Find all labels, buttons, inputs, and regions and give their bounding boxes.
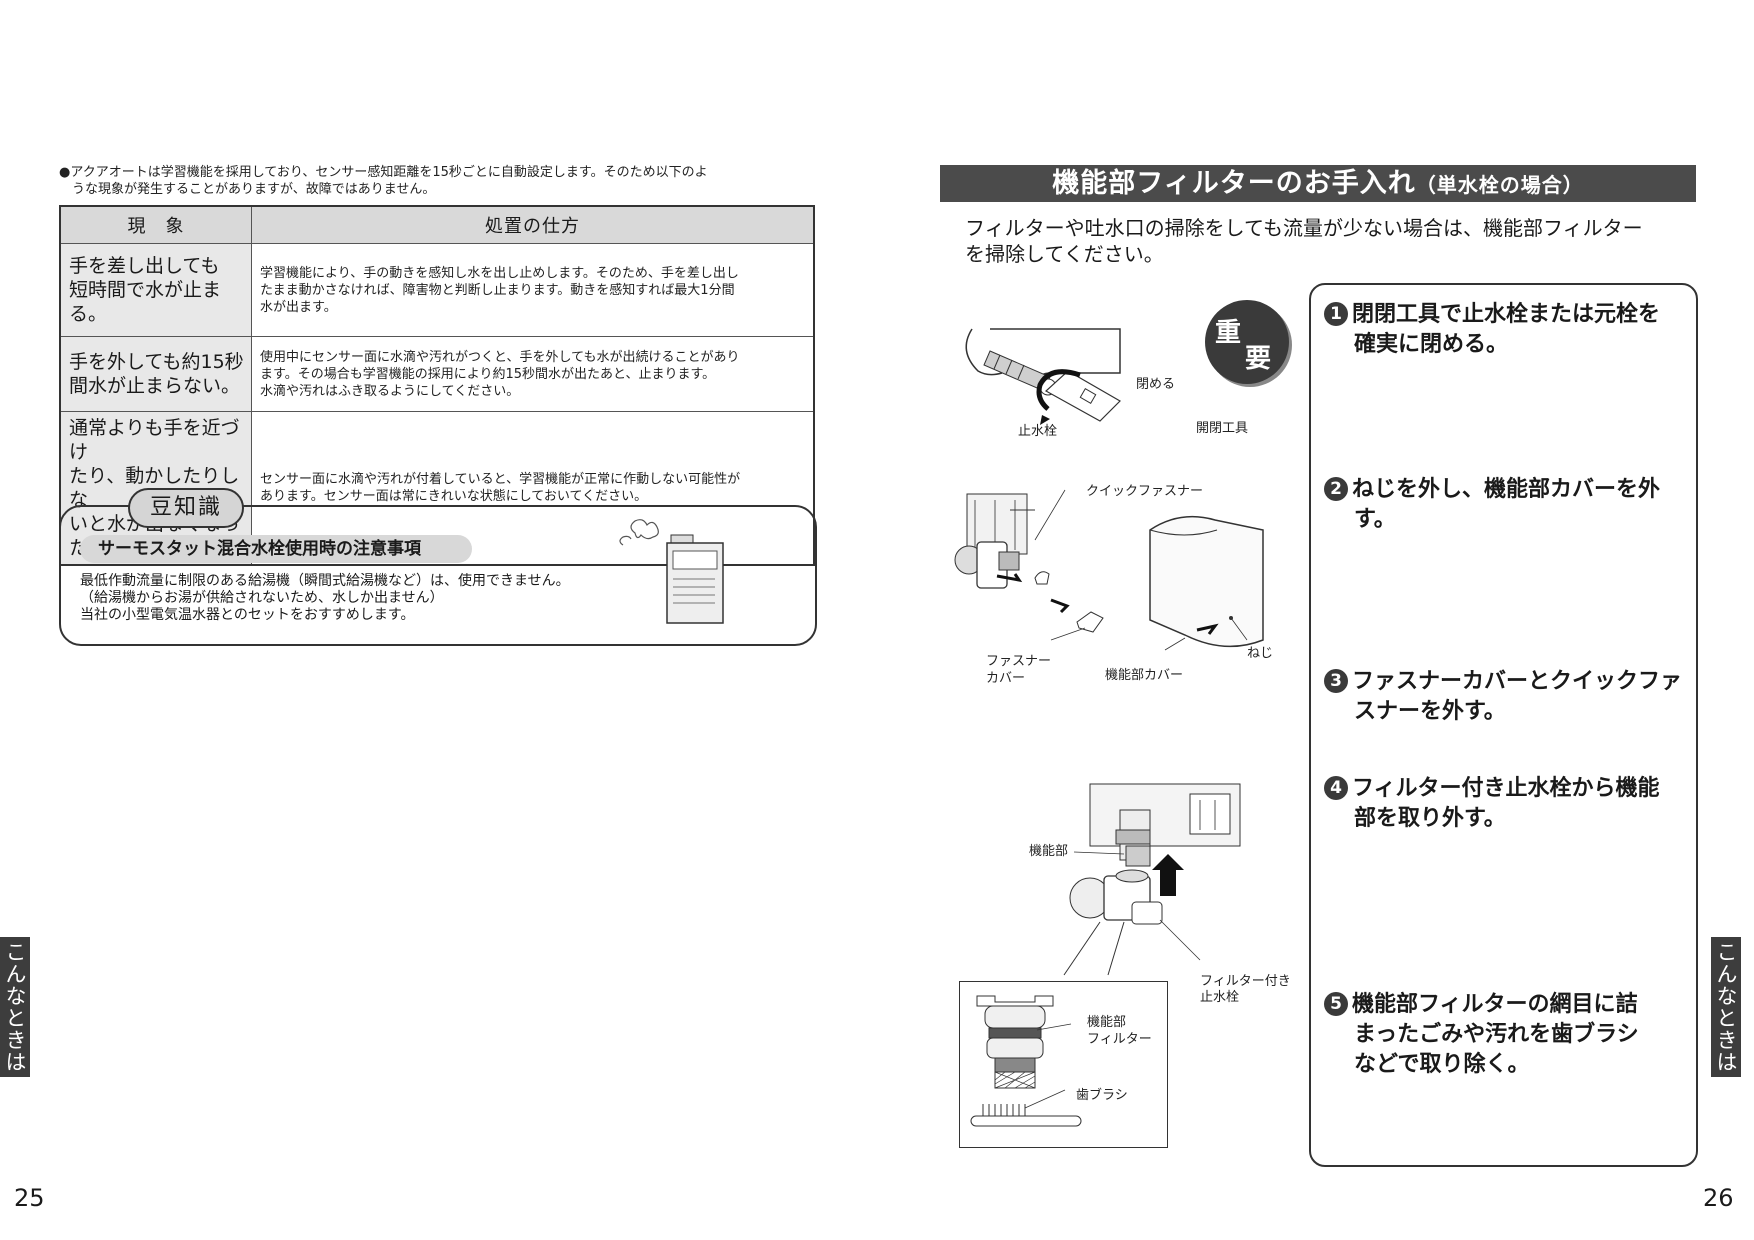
page-number-left: 25 xyxy=(14,1184,45,1212)
intro-note-line1: ●アクアオートは学習機能を採用しており、センサー感知距離を15秒ごとに自動設定し… xyxy=(59,165,708,180)
tip-line-3: 当社の小型電気温水器とのセットをおすすめします。 xyxy=(80,607,415,623)
label-fastener-cover-1: ファスナー xyxy=(986,654,1052,669)
header-symptom: 現 象 xyxy=(59,205,252,244)
label-filter-valve-2: 止水栓 xyxy=(1200,990,1240,1005)
cover-removal-illustration xyxy=(954,489,1264,651)
tip-box xyxy=(59,505,817,646)
intro-line1: フィルターや吐水口の掃除をしても流量が少ない場合は、機能部フィルター xyxy=(965,216,1643,240)
label-close: 閉める xyxy=(1136,377,1176,392)
label-quick-fastener: クイックファスナー xyxy=(1086,484,1204,499)
water-heater-illustration xyxy=(619,519,724,624)
header-fix: 処置の仕方 xyxy=(251,205,815,244)
label-fastener-cover-2: カバー xyxy=(986,671,1026,686)
filter-detail-illustration xyxy=(970,995,1082,1127)
tip-line-2: （給湯機からお湯が供給されないため、水しか出ません） xyxy=(80,590,444,606)
label-function-cover: 機能部カバー xyxy=(1105,668,1184,683)
fix-cell: センサー面に水滴や汚れが付着していると、学習機能が正常に作動しない可能性が あり… xyxy=(251,411,815,566)
intro-line2: を掃除してください。 xyxy=(965,242,1164,266)
table-row: 手を差し出しても 短時間で水が止まる。 学習機能により、手の動きを感知し水を出し… xyxy=(59,243,815,337)
symptom-cell: 手を外しても約15秒 間水が止まらない。 xyxy=(59,336,252,412)
tip-line-1: 最低作動流量に制限のある給湯機（瞬間式給湯機など）は、使用できません。 xyxy=(80,573,570,589)
label-filter-valve-1: フィルター付き xyxy=(1200,974,1291,989)
section-title: 機能部フィルターのお手入れ（単水栓の場合） xyxy=(940,165,1696,202)
label-function-unit: 機能部 xyxy=(1029,844,1069,859)
intro-note-line2: うな現象が発生することがありますが、故障ではありません。 xyxy=(72,182,436,197)
label-toothbrush: 歯ブラシ xyxy=(1076,1088,1128,1103)
label-function-filter-1: 機能部 xyxy=(1087,1015,1127,1030)
troubleshooting-table: 現 象 処置の仕方 手を差し出しても 短時間で水が止まる。 学習機能により、手の… xyxy=(59,205,815,566)
label-tool: 開閉工具 xyxy=(1196,421,1249,436)
fix-cell: 学習機能により、手の動きを感知し水を出し止めします。そのため、手を差し出し たま… xyxy=(251,243,815,337)
page-number-right: 26 xyxy=(1703,1184,1734,1212)
label-screw: ねじ xyxy=(1247,646,1274,661)
tip-subtitle: サーモスタット混合水栓使用時の注意事項 xyxy=(80,535,472,563)
steps-box xyxy=(1309,283,1698,1167)
label-function-filter-2: フィルター xyxy=(1087,1032,1152,1047)
symptom-cell: 手を差し出しても 短時間で水が止まる。 xyxy=(59,243,252,337)
label-stop-valve: 止水栓 xyxy=(1018,424,1058,439)
fix-cell: 使用中にセンサー面に水滴や汚れがつくと、手を外しても水が出続けることがあり ます… xyxy=(251,336,815,412)
table-row: 手を外しても約15秒 間水が止まらない。 使用中にセンサー面に水滴や汚れがつくと… xyxy=(59,336,815,412)
function-unit-removal-illustration xyxy=(1063,783,1241,976)
valve-close-illustration xyxy=(965,328,1121,425)
side-tab-left: こんなときは xyxy=(0,937,30,1077)
tip-tab-label: 豆知識 xyxy=(128,488,244,528)
important-badge: 重 要 xyxy=(1205,300,1289,384)
side-tab-right: こんなときは xyxy=(1711,937,1741,1077)
